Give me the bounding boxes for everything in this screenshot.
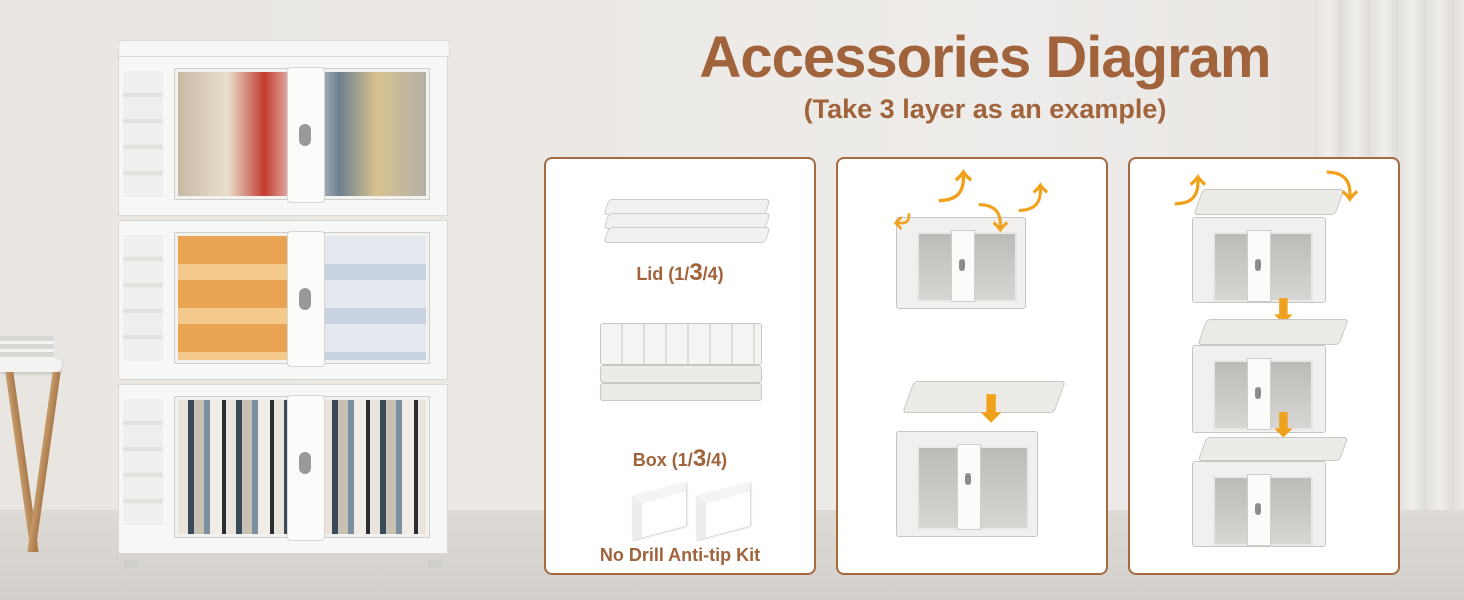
page-title: Accessories Diagram — [699, 25, 1272, 90]
cabinet-tier-top — [118, 56, 448, 216]
box-latch — [957, 444, 981, 530]
tier-side-panel — [123, 399, 163, 525]
anti-tip-bracket — [632, 481, 686, 541]
page-subtitle: (Take 3 layer as an example) — [803, 94, 1167, 124]
stack-box-top — [1192, 217, 1326, 303]
stack-box-bottom — [1192, 461, 1326, 547]
box-lid — [1197, 319, 1349, 345]
down-arrow-icon: ⬇ — [976, 388, 1007, 429]
anti-tip-bracket — [696, 481, 750, 541]
tier-side-panel — [123, 235, 163, 361]
cabinet-tier-middle — [118, 220, 448, 380]
cabinet-foot — [124, 560, 138, 568]
side-table-books — [0, 336, 54, 358]
accessories-panel: Lid (1/3/4) Box (1/3/4) No Drill Anti-ti… — [544, 157, 816, 575]
door-handle — [287, 231, 325, 367]
down-arrow-icon: ⬇ — [1270, 407, 1297, 443]
lid-label: Lid (1/3/4) — [636, 259, 724, 286]
box-label: Box (1/3/4) — [632, 445, 728, 472]
tier-side-panel — [123, 71, 163, 197]
lid-piece — [603, 227, 771, 243]
curved-arrow-icon: ⤵ — [978, 203, 1008, 236]
curved-arrow-icon: ⤶ — [894, 203, 911, 236]
box-lid — [1193, 189, 1345, 215]
stack-box-middle — [1192, 345, 1326, 433]
cabinet-foot — [428, 560, 442, 568]
box-latch — [1247, 230, 1271, 302]
assembled-box — [896, 431, 1038, 537]
box-latch — [1247, 474, 1271, 546]
curved-arrow-icon: ⤴ — [1018, 183, 1048, 216]
curved-arrow-icon: ⤵ — [1326, 169, 1359, 205]
folded-box-piece — [600, 365, 762, 383]
side-table — [0, 358, 62, 372]
box-latch — [1247, 358, 1271, 430]
box-latch — [951, 230, 975, 302]
tier-window-wipes-right — [306, 236, 426, 360]
door-handle — [287, 67, 325, 203]
anti-tip-kit-label: No Drill Anti-tip Kit — [599, 545, 761, 565]
cabinet-tier-bottom — [118, 384, 448, 554]
box-lid — [1197, 437, 1349, 461]
curved-arrow-icon: ⤴ — [1174, 173, 1207, 209]
door-handle — [287, 395, 325, 541]
stacked-storage-cabinet-image — [118, 40, 450, 568]
curved-arrow-icon: ⤴ — [938, 169, 972, 207]
stack-step-panel: ⤴ ⤵ ⬇ ⬇ — [1128, 157, 1400, 575]
folded-box-piece — [600, 323, 762, 365]
unfolding-box — [896, 217, 1026, 309]
folded-box-piece — [600, 383, 762, 401]
unfold-step-panel: ⤴ ⤶ ⤵ ⤴ ⬇ — [836, 157, 1108, 575]
